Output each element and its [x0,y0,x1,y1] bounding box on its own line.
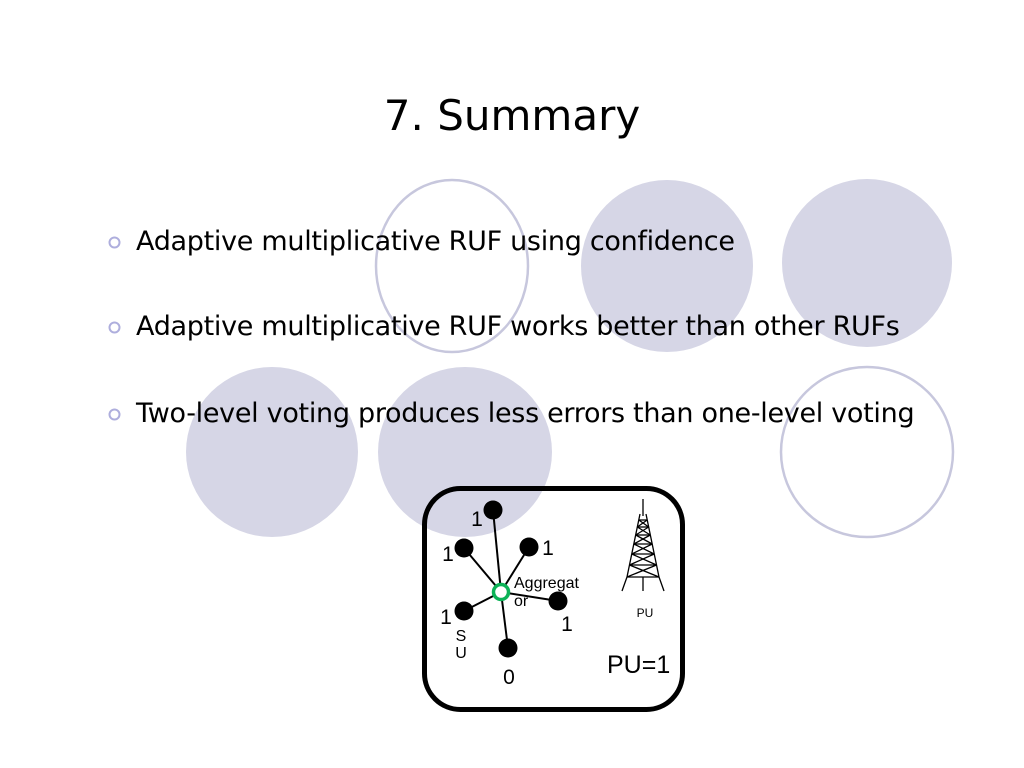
sensor-node-upper-right [519,537,539,557]
su-label-line1: S [456,628,467,645]
vote-label-left: 1 [440,606,452,629]
vote-label-right: 1 [561,613,573,636]
bullet-item-1: Adaptive multiplicative RUF using confid… [108,224,735,260]
sensor-nodes [454,500,568,658]
decor-circle-filled-top-right [782,179,952,347]
aggregator-node [491,582,511,602]
bullet-circle-icon [108,236,121,248]
vote-label-zero: 0 [503,666,515,689]
slide-title: 7. Summary [383,91,641,140]
sensor-node-upper-left [454,538,474,558]
sensor-node-right [548,591,568,611]
decor-circle-outlined-bottom-right [779,365,955,539]
radio-tower-icon [621,499,665,592]
diagram-border-box [422,486,685,712]
bullet-circle-icon [108,321,121,333]
sensor-node-bottom [498,638,518,658]
sensor-node-top [483,500,503,520]
bullet-text-1: Adaptive multiplicative RUF using confid… [136,226,735,257]
bullet-item-2: Adaptive multiplicative RUF works better… [108,309,900,345]
bullet-text-3: Two-level voting produces less errors th… [136,398,915,429]
pu-equation-label: PU=1 [607,651,670,679]
tower-label: PU [637,606,654,620]
decor-circle-filled-top-middle [581,180,753,352]
bullet-text-2: Adaptive multiplicative RUF works better… [136,311,900,342]
vote-label-top: 1 [471,508,483,531]
bullet-circle-icon [108,408,121,420]
vote-label-upper-right: 1 [542,537,554,560]
vote-label-upper-left: 1 [442,543,454,566]
decor-circle-outlined-top [374,178,530,354]
aggregator-label-line1: Aggregat [514,575,579,592]
decor-circle-filled-bottom-middle [378,367,552,537]
aggregator-label-line2: or [514,593,529,610]
su-label-line2: U [455,645,467,662]
bullet-item-3: Two-level voting produces less errors th… [108,396,915,432]
sensor-node-left [454,601,474,621]
decor-circle-filled-bottom-left [186,367,358,537]
